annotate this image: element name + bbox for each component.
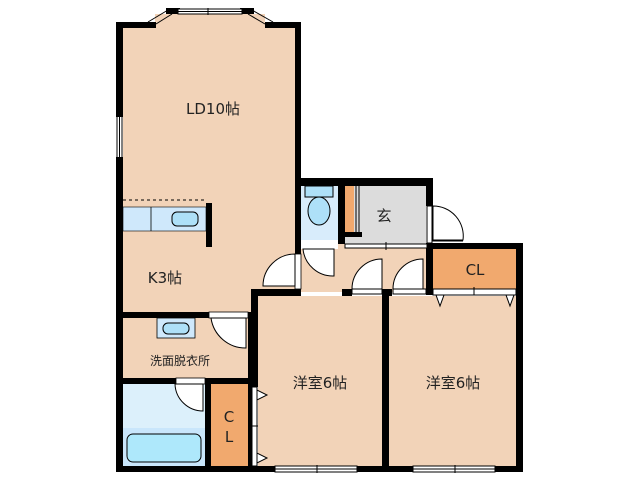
label-entrance: 玄 (376, 207, 392, 225)
toilet-door-icon (301, 244, 338, 277)
label-closet-left-c: C (223, 408, 235, 426)
entrance-shoe-cabinet (345, 186, 354, 232)
wall-top-right (265, 22, 301, 28)
wall-washroom-right (248, 312, 251, 387)
bathtub-icon (126, 433, 202, 463)
closet-left-doors-icon (250, 386, 269, 467)
wall-outer-left (116, 22, 123, 472)
front-door-icon (426, 205, 464, 244)
entrance-step-icon (344, 242, 428, 250)
label-bedroom-2: 洋室6帖 (425, 374, 481, 392)
label-ld: LD10帖 (186, 100, 240, 118)
bedroom2-door-icon (392, 258, 427, 295)
label-closet-left-l: L (224, 428, 234, 446)
toilet-icon (304, 185, 334, 226)
kitchen-partition (206, 203, 212, 247)
closet-top-doors-icon (432, 287, 517, 308)
room-ld-k (123, 28, 295, 315)
label-washroom: 洗面脱衣所 (149, 354, 210, 368)
label-bedroom-1: 洋室6帖 (292, 374, 348, 392)
wall-shoe-bottom (338, 232, 362, 237)
wall-washroom-bath (116, 378, 176, 384)
washroom-door-icon (208, 311, 249, 349)
ld-door-icon (262, 253, 302, 290)
wall-bedroom1-left (251, 289, 258, 387)
wall-entrance-right-upper (426, 178, 433, 206)
wall-toilet-left (295, 178, 301, 244)
wall-top-left (116, 22, 156, 28)
label-kitchen: K3帖 (147, 269, 183, 287)
wall-closet-top-top (426, 243, 523, 249)
window-bedroom2-icon (412, 465, 496, 473)
wall-k-washroom (116, 312, 209, 318)
wall-bath-closet (205, 378, 211, 472)
room-bedroom-2 (389, 296, 516, 466)
wall-washroom-bath-2 (205, 378, 258, 384)
washbasin-icon (156, 317, 196, 339)
kitchen-counter-icon (122, 199, 207, 232)
bedroom1-door-icon (351, 258, 383, 295)
wall-bedrooms-divider (382, 289, 389, 472)
bath-door-icon (174, 377, 206, 412)
wall-closet-top-left (426, 243, 433, 295)
wall-outer-right (516, 243, 523, 472)
wall-ld-right (295, 22, 301, 292)
bay-window-icon (147, 8, 274, 25)
wall-hall-bottom-2 (342, 289, 352, 296)
wall-entrance-top (295, 178, 433, 186)
room-closet-top (432, 249, 516, 289)
wall-toilet-entrance (338, 178, 345, 244)
window-ld-left-icon (116, 117, 123, 157)
wall-closet-bedroom (248, 384, 252, 472)
wall-hall-bottom (251, 289, 301, 296)
window-bedroom1-icon (274, 465, 358, 473)
label-closet-top: CL (465, 261, 485, 279)
room-bedroom-1 (258, 296, 382, 466)
room-closet-left (211, 384, 248, 466)
